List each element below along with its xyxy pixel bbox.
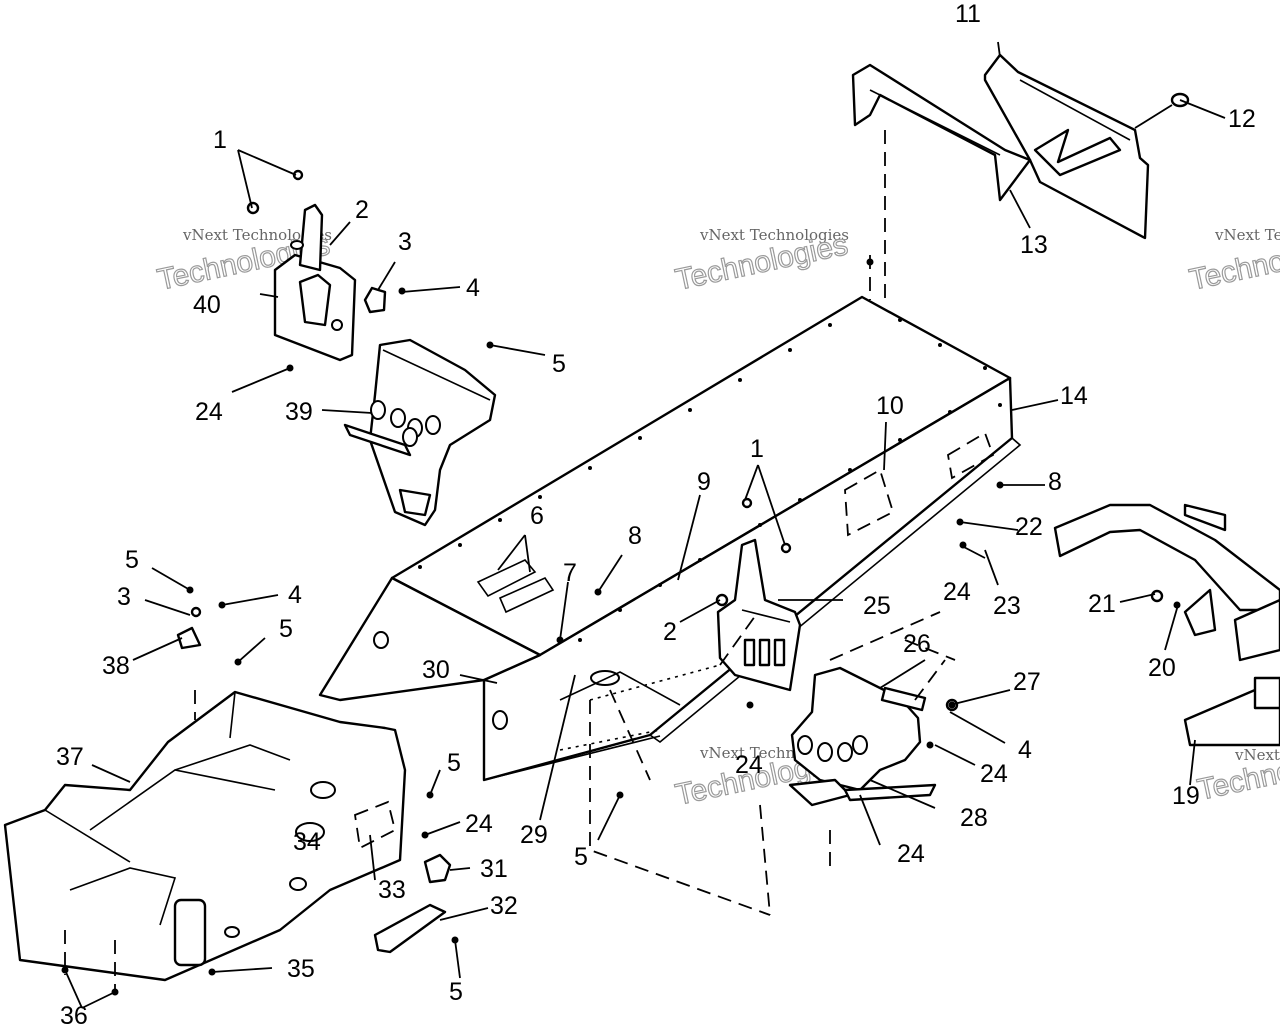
- callout-1: 1: [213, 126, 227, 154]
- bearing-plate-part-39: [343, 338, 497, 527]
- callout-8: 8: [628, 522, 642, 550]
- watermark-small-text: vNext Technologies: [699, 226, 849, 244]
- callout-5: 5: [279, 615, 293, 643]
- callout-36: 36: [60, 1002, 88, 1024]
- callout-3: 3: [117, 583, 131, 611]
- callout-38: 38: [102, 652, 130, 680]
- plate-part-31: [423, 853, 452, 884]
- fastener-dots: [61, 258, 1181, 996]
- callout-29: 29: [520, 821, 548, 849]
- callout-10: 10: [876, 392, 904, 420]
- callout-5: 5: [552, 350, 566, 378]
- callout-32: 32: [490, 892, 518, 920]
- plate-part-8: [947, 431, 995, 480]
- callout-22: 22: [1015, 513, 1043, 541]
- callout-4: 4: [288, 581, 302, 609]
- callout-39: 39: [285, 398, 313, 426]
- rivet-dots: [418, 318, 1002, 642]
- callout-12: 12: [1228, 105, 1256, 133]
- callout-5: 5: [447, 749, 461, 777]
- watermark-top-center: vNext Technologies Technologies: [672, 226, 851, 297]
- rail-part-19: [1053, 503, 1280, 747]
- belly-pan-part-37: [3, 690, 407, 982]
- callout-33: 33: [378, 876, 406, 904]
- callout-28: 28: [960, 804, 988, 832]
- callout-8: 8: [1048, 468, 1062, 496]
- callout-13: 13: [1020, 231, 1048, 259]
- callout-4: 4: [466, 274, 480, 302]
- callout-11: 11: [955, 0, 981, 28]
- callout-24: 24: [980, 760, 1008, 788]
- callout-9: 9: [697, 468, 711, 496]
- callout-7: 7: [563, 559, 577, 587]
- callout-24: 24: [735, 751, 763, 779]
- callout-numbers: 1 2 3 4 5 40 24 39 11 12 13 14 10 8 22 2…: [56, 0, 1256, 1024]
- callout-5: 5: [125, 546, 139, 574]
- callout-24: 24: [943, 578, 971, 606]
- callout-31: 31: [480, 855, 508, 883]
- callout-3: 3: [398, 228, 412, 256]
- callout-2: 2: [663, 618, 677, 646]
- callout-20: 20: [1148, 654, 1176, 682]
- bearing-plate-part-28: [788, 666, 959, 807]
- callout-40: 40: [193, 291, 221, 319]
- callout-19: 19: [1172, 782, 1200, 810]
- callout-1: 1: [750, 435, 764, 463]
- callout-23: 23: [993, 592, 1021, 620]
- rear-panel-part-11: [983, 53, 1150, 240]
- callout-14: 14: [1060, 382, 1088, 410]
- bracket-part-13: [851, 63, 1032, 202]
- dashed-alignment-lines: [64, 611, 956, 990]
- clip-part-38: [176, 606, 202, 650]
- callout-35: 35: [287, 955, 315, 983]
- callout-24: 24: [465, 810, 493, 838]
- plate-part-10: [844, 468, 895, 537]
- callout-27: 27: [1013, 668, 1041, 696]
- callout-34: 34: [293, 828, 321, 856]
- callout-37: 37: [56, 743, 84, 771]
- callout-24: 24: [897, 840, 925, 868]
- callout-4: 4: [1018, 736, 1032, 764]
- callout-30: 30: [422, 656, 450, 684]
- plate-part-33: [354, 800, 397, 850]
- callout-24: 24: [195, 398, 223, 426]
- watermark-small-text: vNext Technologies: [1234, 746, 1280, 764]
- callout-6: 6: [530, 502, 544, 530]
- callout-21: 21: [1088, 590, 1116, 618]
- callout-5: 5: [574, 843, 588, 871]
- callout-2: 2: [355, 196, 369, 224]
- clip-part-3: [363, 286, 387, 314]
- bracket-assembly-part-40: [246, 169, 357, 362]
- callout-26: 26: [903, 630, 931, 658]
- watermark-small-text: vNext Technologies: [1214, 226, 1280, 244]
- bracket-part-32: [373, 903, 447, 954]
- steering-post-part-25: [715, 497, 802, 692]
- callout-5: 5: [449, 978, 463, 1006]
- leader-lines: [64, 41, 1226, 1009]
- watermark-small-text: vNext Technologies: [182, 226, 332, 244]
- callout-25: 25: [863, 592, 891, 620]
